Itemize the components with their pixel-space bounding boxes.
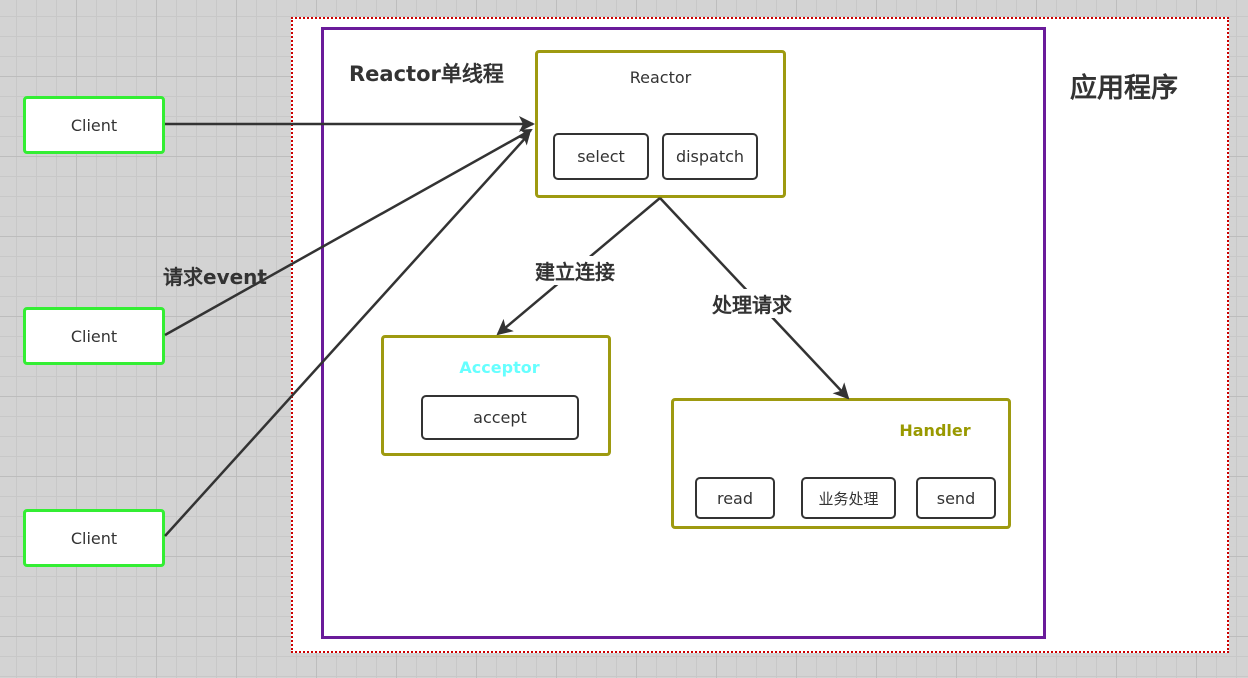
send-label: send	[936, 488, 976, 508]
business-processing-node[interactable]: 业务处理	[801, 477, 896, 519]
client-label: Client	[70, 326, 118, 346]
business-processing-label: 业务处理	[818, 489, 879, 508]
client3-to-reactor-edge	[164, 132, 531, 537]
request-event-label: 请求event	[163, 265, 267, 289]
accept-label: accept	[473, 408, 527, 427]
client-node-1[interactable]: Client	[23, 96, 165, 154]
process-request-label: 处理请求	[710, 289, 794, 318]
read-label: read	[716, 488, 754, 508]
client-label: Client	[70, 115, 118, 135]
client-label: Client	[70, 528, 118, 548]
handler-title: Handler	[899, 421, 971, 440]
application-title: 应用程序	[1070, 73, 1178, 104]
dispatch-label: dispatch	[675, 147, 745, 166]
select-node[interactable]: select	[553, 133, 649, 180]
accept-node[interactable]: accept	[421, 395, 579, 440]
client2-to-reactor-edge	[164, 128, 533, 337]
acceptor-title: Acceptor	[459, 358, 540, 377]
read-node[interactable]: read	[695, 477, 775, 519]
client-node-3[interactable]: Client	[23, 509, 165, 567]
send-node[interactable]: send	[916, 477, 996, 519]
dispatch-node[interactable]: dispatch	[662, 133, 758, 180]
reactor-thread-title: Reactor单线程	[349, 62, 504, 86]
reactor-title: Reactor	[629, 68, 692, 87]
establish-connection-label: 建立连接	[533, 256, 617, 285]
client-node-2[interactable]: Client	[23, 307, 165, 365]
select-label: select	[577, 147, 625, 166]
